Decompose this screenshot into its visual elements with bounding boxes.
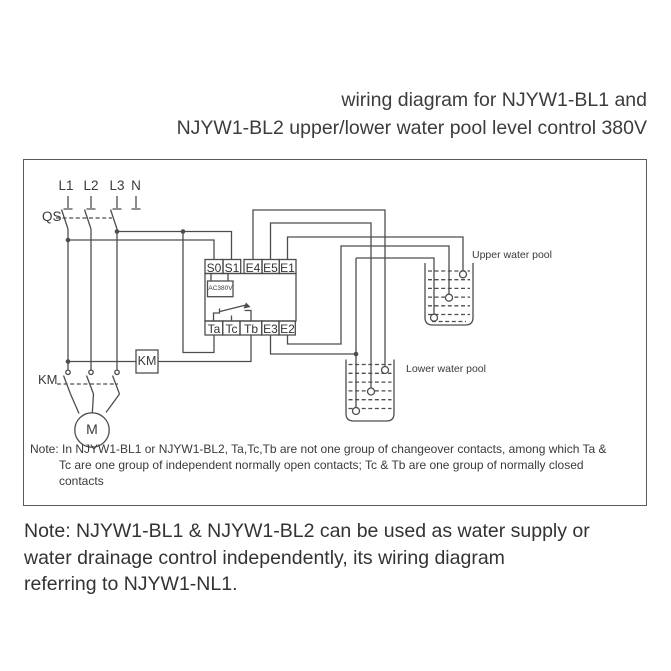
lower-pool-icon [345, 359, 395, 422]
bottom-note-line-3: referring to NJYW1-NL1. [24, 573, 238, 595]
title-line-1: wiring diagram for NJYW1-BL1 and [341, 89, 647, 111]
terminal-s0: S0 [206, 261, 222, 275]
phase-label-n: N [131, 178, 141, 193]
phase-label-l2: L2 [83, 178, 99, 193]
diagram-note-line-1: Note: In NJYW1-BL1 or NJYW1-BL2, Ta,Tc,T… [30, 442, 607, 456]
lower-pool-label: Lower water pool [406, 363, 486, 375]
qs-disconnect-icon [56, 196, 141, 230]
diagram-note-line-2: Tc are one group of independent normally… [59, 458, 584, 472]
terminal-ta: Ta [207, 322, 221, 336]
supply-feed-wires [68, 230, 252, 363]
upper-pool-icon [424, 263, 474, 326]
upper-pool-label: Upper water pool [472, 249, 552, 261]
junction-dots [65, 229, 359, 364]
km-contactor-icon [57, 369, 121, 414]
phase-label-l3: L3 [109, 178, 125, 193]
terminal-e2: E2 [280, 322, 295, 336]
lower-pool-long-electrode-icon [351, 406, 361, 416]
diagram-note-line-3: contacts [59, 474, 104, 488]
bottom-note-line-2: water drainage control independently, it… [24, 546, 505, 569]
lower-pool-middle-electrode-icon [366, 387, 376, 396]
page-title: wiring diagram for NJYW1-BL1 and NJYW1-B… [40, 87, 647, 142]
qs-label: QS [42, 209, 62, 224]
terminal-s1: S1 [224, 261, 240, 275]
relay-contact-icon [212, 302, 252, 321]
terminal-tc: Tc [225, 322, 238, 336]
bottom-note: Note: NJYW1-BL1 & NJYW1-BL2 can be used … [24, 518, 649, 598]
ac380v-box [206, 280, 234, 298]
upper-pool-short-electrode-icon [458, 270, 468, 279]
lower-pool-short-electrode-icon [380, 365, 390, 375]
diagram-frame [23, 159, 647, 506]
km-coil-label: KM [137, 354, 157, 368]
electrode-wires [252, 209, 464, 408]
km-coil-icon [135, 349, 159, 374]
upper-pool-long-electrode-icon [429, 313, 439, 322]
km-contactor-label: KM [38, 372, 58, 387]
upper-pool-middle-electrode-icon [444, 293, 454, 302]
terminal-e5: E5 [263, 261, 278, 275]
motor-icon [74, 412, 110, 448]
relay-voltage-label: AC380V [208, 285, 233, 292]
bottom-note-line-1: Note: NJYW1-BL1 & NJYW1-BL2 can be used … [24, 520, 590, 542]
title-line-2: NJYW1-BL2 upper/lower water pool level c… [176, 116, 647, 139]
phase-lines [67, 229, 118, 370]
terminal-e3: E3 [263, 322, 278, 336]
phase-label-l1: L1 [58, 178, 74, 193]
terminal-e1: E1 [280, 261, 295, 275]
terminal-e4: E4 [245, 261, 261, 275]
motor-label: M [86, 421, 98, 437]
diagram-note: Note: In NJYW1-BL1 or NJYW1-BL2, Ta,Tc,T… [30, 441, 636, 489]
terminal-tb: Tb [243, 322, 258, 336]
